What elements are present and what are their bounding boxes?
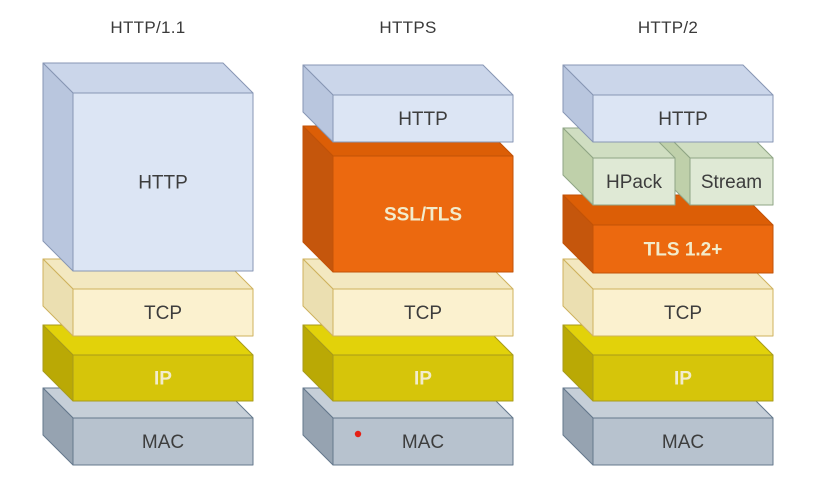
- label-https-mac: MAC: [402, 432, 444, 453]
- box-https-ssltls: SSL/TLS: [302, 125, 514, 273]
- box-face-front: [72, 417, 254, 466]
- box-face-top: [302, 64, 514, 96]
- box-face-front: [332, 354, 514, 402]
- label-http2-tls: TLS 1.2+: [644, 240, 723, 261]
- box-https-http: HTTP: [302, 64, 514, 143]
- red-dot-marker: [354, 430, 362, 438]
- box-face-front: [592, 417, 774, 466]
- label-http11-ip: IP: [154, 369, 172, 390]
- box-face-front: [592, 354, 774, 402]
- box-face-top: [562, 64, 774, 96]
- box-face-front: [689, 157, 774, 206]
- label-https-ip: IP: [414, 369, 432, 390]
- box-face-front: [592, 224, 774, 274]
- box-http2-http: HTTP: [562, 64, 774, 143]
- label-http11-http: HTTP: [138, 173, 188, 194]
- box-http11-http: HTTP: [42, 62, 254, 272]
- label-https-http: HTTP: [398, 109, 448, 130]
- column-title-http2: HTTP/2: [637, 18, 699, 37]
- label-http2-ip: IP: [674, 369, 692, 390]
- box-face-front: [72, 354, 254, 402]
- box-https-ip: IP: [302, 324, 514, 402]
- column-title-http11: HTTP/1.1: [110, 18, 186, 37]
- box-face-front: [592, 94, 774, 143]
- box-face-top: [42, 62, 254, 94]
- label-http2-mac: MAC: [662, 432, 704, 453]
- label-http2-http: HTTP: [658, 109, 708, 130]
- box-face-front: [72, 288, 254, 337]
- box-face-front: [332, 288, 514, 337]
- box-face-front: [592, 288, 774, 337]
- label-https-tcp: TCP: [404, 303, 442, 324]
- box-face-front: [72, 92, 254, 272]
- label-http11-tcp: TCP: [144, 303, 182, 324]
- label-http2-hpack: HPack: [606, 172, 662, 193]
- box-face-front: [332, 417, 514, 466]
- box-http2-tls: TLS 1.2+: [562, 194, 774, 274]
- box-face-front: [332, 155, 514, 273]
- box-http2-tcp: TCP: [562, 258, 774, 337]
- label-http2-tcp: TCP: [664, 303, 702, 324]
- box-face-front: [332, 94, 514, 143]
- label-http11-mac: MAC: [142, 432, 184, 453]
- column-title-https: HTTPS: [379, 18, 437, 37]
- label-http2-stream: Stream: [701, 172, 762, 193]
- label-https-ssltls: SSL/TLS: [384, 205, 462, 226]
- box-face-front: [592, 157, 676, 206]
- box-face-side: [42, 62, 74, 272]
